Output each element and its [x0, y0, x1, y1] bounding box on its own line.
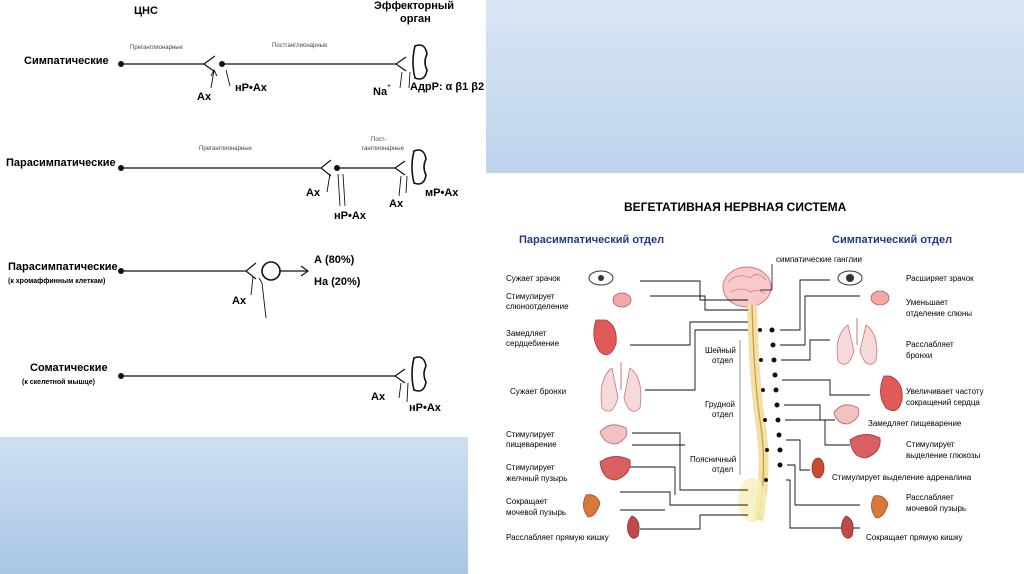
salivary-gland-icon: [870, 290, 890, 306]
svg-text:Замедляет: Замедляет: [506, 329, 547, 338]
svg-text:мочевой пузырь: мочевой пузырь: [906, 504, 966, 513]
svg-text:Стимулирует: Стимулирует: [906, 440, 955, 449]
svg-text:бронхи: бронхи: [906, 351, 932, 360]
svg-text:отдел: отдел: [712, 356, 734, 365]
svg-text:Расслабляет: Расслабляет: [906, 493, 954, 502]
sympathetic-effects: Расширяет зрачок Уменьшает отделение слюн…: [832, 274, 984, 542]
effector-header-line2: орган: [400, 13, 431, 25]
eye-icon: [588, 270, 614, 286]
heart-icon: [880, 375, 903, 412]
ganglia-chain: [758, 327, 783, 482]
svg-text:Стимулирует: Стимулирует: [506, 430, 555, 439]
svg-text:Стимулирует: Стимулирует: [506, 292, 555, 301]
postganglionic-label-line2: ганглионарные: [362, 146, 405, 152]
svg-text:Стимулирует: Стимулирует: [506, 463, 555, 472]
svg-text:Увеличивает частоту: Увеличивает частоту: [906, 387, 984, 396]
preganglionic-label: Преганглионарные: [199, 146, 253, 152]
neuron-pathways-diagram: ЦНС Эффекторный орган Симпатические Прег…: [6, 0, 484, 414]
eye-icon: [837, 270, 863, 286]
sympathetic-row: Симпатические Преганглионарные Постгангл…: [24, 43, 484, 103]
row-title: Симпатические: [24, 55, 109, 67]
postganglionic-label-line1: Пост-: [371, 137, 386, 143]
stomach-icon: [833, 404, 860, 425]
mediator-label: Na: [373, 86, 388, 98]
ax-label: Ax: [232, 295, 247, 307]
preganglionic-label: Преганглионарные: [130, 45, 184, 51]
sympathetic-connectors: [780, 279, 870, 529]
rectum-icon: [841, 515, 854, 539]
parasympathetic-connectors: [620, 280, 748, 530]
svg-text:выделение глюкозы: выделение глюкозы: [906, 451, 981, 460]
lumbar-section-label: Поясничный: [690, 455, 736, 464]
cervical-section-label: Шейный: [705, 346, 736, 355]
sympathetic-header: Симпатический отдел: [832, 234, 952, 246]
output-adrenaline: А (80%): [314, 254, 355, 266]
parasympathetic-effects: Сужает зрачок Стимулируетслюноотделение …: [506, 274, 609, 542]
bladder-icon: [871, 495, 889, 519]
row-title: Соматические: [30, 362, 108, 374]
lungs-icon: [836, 324, 855, 365]
ax-label: Ax: [371, 391, 386, 403]
adrenal-icon: [811, 457, 825, 479]
svg-text:Расслабляет прямую кишку: Расслабляет прямую кишку: [506, 533, 609, 542]
row-subtitle: (к хромаффинным клеткам): [8, 278, 105, 285]
bladder-icon: [583, 494, 601, 518]
somatic-row: Соматические (к скелетной мышце) Ax нР•А…: [22, 356, 442, 414]
heart-icon: [593, 319, 617, 356]
svg-text:Расширяет зрачок: Расширяет зрачок: [906, 274, 974, 283]
ax-label: Ax: [197, 91, 212, 103]
svg-text:пищеварение: пищеварение: [506, 440, 557, 449]
svg-text:отделение слюны: отделение слюны: [906, 309, 972, 318]
blue-background-top: [486, 0, 1024, 173]
svg-text:Сокращает: Сокращает: [506, 497, 548, 506]
receptor-label-2: мР•Ах: [425, 187, 459, 199]
parasympathetic-row: Парасимпатические Преганглионарные Пост-…: [6, 137, 459, 222]
svg-text:слюноотделение: слюноотделение: [506, 302, 569, 311]
svg-text:Сужает зрачок: Сужает зрачок: [506, 274, 561, 283]
svg-text:сердцебиение: сердцебиение: [506, 339, 560, 348]
ax-label-2: Ax: [389, 198, 404, 210]
thoracic-section-label: Грудной: [705, 400, 735, 409]
svg-text:Расслабляет: Расслабляет: [906, 340, 954, 349]
row-subtitle: (к скелетной мышце): [22, 378, 95, 386]
row-title: Парасимпатические: [8, 261, 118, 273]
receptor-label: нР•Ах: [235, 82, 268, 94]
left-organ-icons: [583, 270, 642, 539]
svg-text:+: +: [387, 83, 391, 90]
lungs-icon: [600, 367, 619, 412]
svg-text:Замедляет пищеварение: Замедляет пищеварение: [868, 419, 962, 428]
svg-text:отдел: отдел: [712, 410, 734, 419]
stomach-icon: [599, 424, 628, 445]
brain-spine-figure: [722, 264, 773, 522]
diagram-title: ВЕГЕТАТИВНАЯ НЕРВНАЯ СИСТЕМА: [624, 200, 847, 214]
svg-text:Сокращает прямую кишку: Сокращает прямую кишку: [866, 533, 963, 542]
adrenoreceptor-label: АдрР: α β1 β2: [410, 81, 484, 93]
svg-text:сокращений сердца: сокращений сердца: [906, 398, 980, 407]
postganglionic-label: Постганглионарные: [272, 43, 328, 49]
rectum-icon: [627, 515, 640, 539]
parasympathetic-header: Парасимпатический отдел: [519, 234, 664, 246]
svg-text:Стимулирует выделение адренали: Стимулирует выделение адреналина: [832, 473, 972, 482]
output-noradrenaline: На (20%): [314, 276, 361, 288]
chromaffin-row: Парасимпатические (к хромаффинным клетка…: [8, 254, 361, 319]
svg-text:Уменьшает: Уменьшает: [906, 298, 948, 307]
ganglia-label: симпатические ганглии: [776, 255, 862, 264]
svg-text:желчный пузырь: желчный пузырь: [506, 474, 567, 483]
cns-header: ЦНС: [134, 5, 158, 17]
svg-text:отдел: отдел: [712, 465, 734, 474]
effector-header-line1: Эффекторный: [374, 0, 454, 12]
salivary-gland-icon: [612, 292, 632, 308]
receptor-label-1: нР•Ах: [334, 210, 367, 222]
receptor-label: нР•Ах: [409, 402, 442, 414]
svg-text:Сужает бронхи: Сужает бронхи: [510, 387, 566, 396]
liver-icon: [849, 434, 881, 459]
right-organ-icons: [811, 270, 903, 539]
svg-text:мочевой пузырь: мочевой пузырь: [506, 508, 566, 517]
row-title: Парасимпатические: [6, 157, 116, 169]
blue-background-bottom: [0, 437, 468, 574]
liver-icon: [599, 456, 631, 481]
ax-label-1: Ax: [306, 187, 321, 199]
